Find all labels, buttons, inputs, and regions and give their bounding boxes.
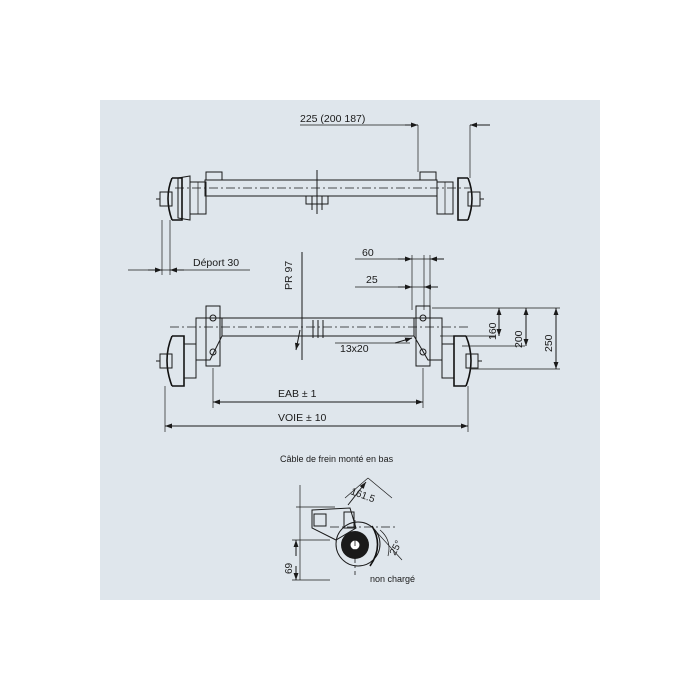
dim-250: 250 [543, 334, 555, 352]
top-axle-view: 225 (200 187) Déport 30 [128, 113, 490, 275]
dim-60: 60 [362, 247, 374, 259]
dim-200: 200 [513, 330, 525, 348]
detail-dim-69: 69 [284, 562, 295, 574]
brake-detail-view: Câble de frein monté en bas 161.5 25° 69… [280, 454, 415, 584]
dim-pr: PR 97 [283, 261, 295, 290]
front-axle-view: PR 97 60 25 13x20 160 200 250 [156, 247, 560, 432]
detail-dim-161: 161.5 [349, 486, 377, 505]
dim-thread: 13x20 [340, 343, 369, 355]
dim-25: 25 [366, 274, 378, 286]
dim-voie: VOIE ± 10 [278, 412, 327, 424]
dim-eab: EAB ± 1 [278, 388, 317, 400]
dim-160: 160 [487, 322, 499, 340]
detail-note: non chargé [370, 574, 415, 584]
dim-top-offset: 225 (200 187) [300, 113, 365, 125]
detail-dim-angle: 25° [388, 539, 405, 558]
detail-caption: Câble de frein monté en bas [280, 454, 394, 464]
dim-deport: Déport 30 [193, 257, 239, 269]
